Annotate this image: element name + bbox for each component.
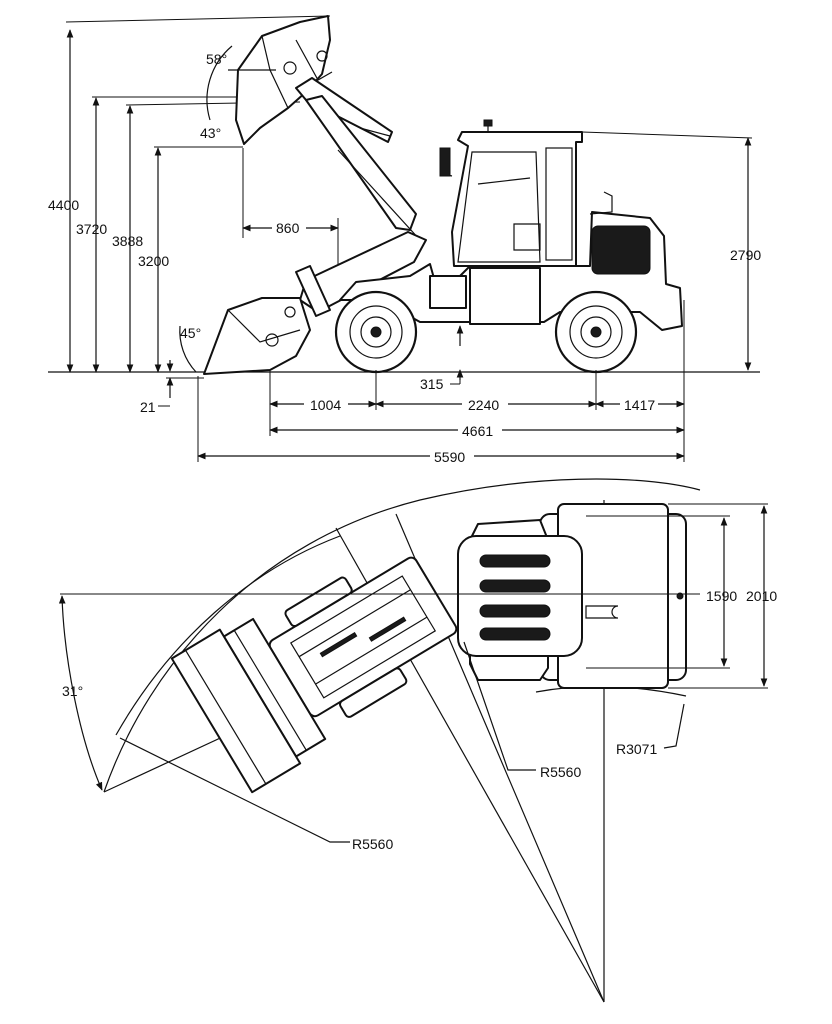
- dim-dump-reach: 860: [276, 220, 300, 236]
- dig-depth-dimension: [158, 360, 204, 407]
- angle-rollback-ground: 45°: [180, 325, 201, 341]
- dim-height-3888: 3888: [112, 233, 143, 249]
- leader-r5560-bucket: [119, 737, 350, 843]
- top-view: 1590 2010 31° R5560 R5560 R3071: [58, 478, 777, 1003]
- dim-track-width: 1590: [706, 588, 737, 604]
- angle-rollback-top: 58°: [206, 51, 227, 67]
- angle-dump: 43°: [200, 125, 221, 141]
- dim-ground-clearance: 315: [420, 376, 444, 392]
- dim-cab-height: 2790: [730, 247, 761, 263]
- cab-height-dimension: [581, 131, 753, 371]
- articulation-arc: [58, 595, 103, 791]
- outer-turning-arc: [103, 478, 701, 793]
- dim-height-4400: 4400: [48, 197, 79, 213]
- rear-wheel: [554, 290, 638, 374]
- front-wheel: [334, 290, 418, 374]
- ground-clearance-dimension: [450, 325, 464, 385]
- width-dimensions: [60, 503, 768, 689]
- dim-rear-overhang: 1417: [624, 397, 655, 413]
- dim-front-overhang: 1004: [310, 397, 341, 413]
- angle-articulation: 31°: [62, 683, 83, 699]
- dim-dig-depth: 21: [140, 399, 156, 415]
- dim-length-total: 5590: [434, 449, 465, 465]
- leader-r3071: [663, 703, 685, 749]
- boom-lowered: [295, 231, 427, 317]
- dim-height-3200: 3200: [138, 253, 169, 269]
- length-dimensions: [197, 300, 685, 462]
- dim-radius-inner: R3071: [616, 741, 657, 757]
- dim-wheelbase: 2240: [468, 397, 499, 413]
- dim-height-3720: 3720: [76, 221, 107, 237]
- radiator-grille: [591, 225, 651, 275]
- bucket-turning-arc: [115, 535, 341, 736]
- height-dimensions: [65, 15, 331, 373]
- dim-length-no-bucket: 4661: [462, 423, 493, 439]
- dim-radius-bucket: R5560: [352, 836, 393, 852]
- dim-overall-width: 2010: [746, 588, 777, 604]
- side-view: 4400 3720 3888 3200 21 860: [48, 15, 761, 465]
- operator-cab: [439, 119, 583, 267]
- front-frame-top: [170, 556, 458, 794]
- boom-raised: [295, 77, 421, 241]
- dim-radius-body: R5560: [540, 764, 581, 780]
- rollback-arc-top: [206, 45, 233, 121]
- rear-frame-top: [457, 503, 687, 689]
- ground-bucket: [179, 297, 311, 375]
- leader-r5560-body: [463, 641, 536, 771]
